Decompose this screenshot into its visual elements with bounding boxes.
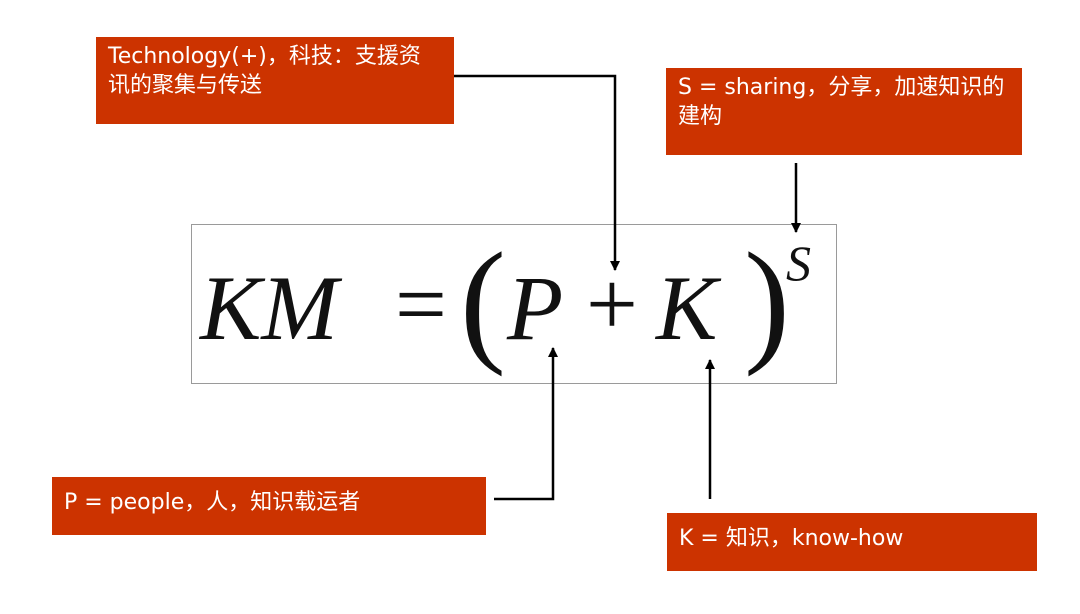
people-callout: P = people，人，知识载运者 [52,477,486,535]
sharing-callout: S = sharing，分享，加速知识的建构 [666,68,1022,155]
knowhow-callout: K = 知识，know-how [667,513,1037,571]
technology-arrow [454,74,620,271]
formula-right-paren: ) [744,224,790,377]
people-arrow [494,347,558,501]
formula-km: KM [200,257,338,359]
technology-callout: Technology(+)，科技：支援资讯的聚集与传送 [96,37,454,124]
formula-plus: + [586,253,638,355]
formula-equals: = [395,253,447,355]
formula-exponent-s: S [786,235,811,291]
formula-p: P [507,257,564,359]
formula-left-paren: ( [460,224,506,377]
formula-k: K [656,257,718,359]
formula-box [191,224,837,384]
